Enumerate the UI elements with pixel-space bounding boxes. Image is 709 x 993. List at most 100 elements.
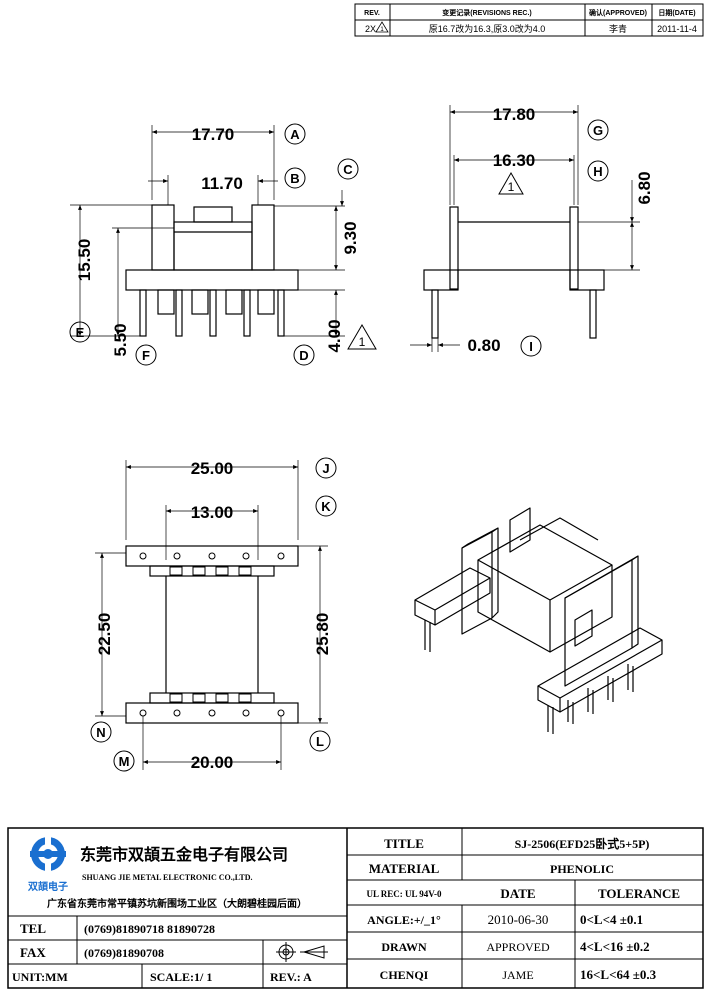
dim-top-inner: 11.70 — [201, 174, 243, 193]
side-dim-labels: 17.80 16.30 6.80 0.80 — [467, 105, 654, 355]
dim-pin-offset: 5.50 — [111, 323, 130, 356]
dim-side-height: 6.80 — [635, 171, 654, 204]
callout-e: E — [69, 321, 91, 343]
tolerance-row-2: 4<L<16 ±0.2 — [580, 939, 650, 954]
svg-text:G: G — [593, 123, 603, 138]
svg-text:L: L — [316, 734, 324, 749]
bottom-view — [125, 545, 299, 724]
dim-top-width: 17.70 — [192, 125, 235, 144]
dim-pin-thickness: 0.80 — [467, 336, 500, 355]
title-label: TITLE — [384, 836, 424, 851]
rev-marker-front: 1 — [347, 324, 377, 350]
callout-g: G — [587, 119, 609, 141]
dim-side-inner: 16.30 — [493, 151, 536, 170]
svg-text:1: 1 — [380, 27, 384, 33]
callout-j: J — [315, 457, 337, 479]
callout-m: M — [113, 750, 135, 772]
rev-marker-side: 1 — [498, 171, 524, 195]
svg-text:N: N — [96, 725, 105, 740]
svg-text:D: D — [299, 348, 308, 363]
tel-label: TEL — [20, 921, 46, 936]
dim-overall-height: 15.50 — [75, 239, 94, 282]
callout-n: N — [90, 721, 112, 743]
revision-date: 2011-11-4 — [657, 24, 697, 34]
logo-text: 双頡电子 — [28, 880, 68, 893]
unit-label: UNIT:MM — [12, 970, 68, 984]
company-english: SHUANG JIE METAL ELECTRONIC CO.,LTD. — [82, 873, 252, 882]
callout-a: A — [284, 123, 306, 145]
tolerance-row-1: 0<L<4 ±0.1 — [580, 912, 643, 927]
tolerance-label: TOLERANCE — [598, 886, 680, 901]
callouts: A B C D E F G H I J K L M N — [69, 119, 609, 772]
dim-bottom-inner: 13.00 — [191, 503, 234, 522]
company-name: 东莞市双頡五金电子有限公司 — [80, 845, 288, 864]
callout-f: F — [135, 344, 157, 366]
date-header: 日期(DATE) — [658, 8, 695, 17]
front-dim-labels: 17.70 11.70 15.50 5.50 9.30 4.00 — [75, 125, 360, 357]
svg-text:H: H — [593, 164, 602, 179]
approved-label: APPROVED — [486, 940, 550, 954]
dim-side-width: 17.80 — [493, 105, 536, 124]
tel-value: (0769)81890718 81890728 — [84, 922, 215, 936]
callout-b: B — [284, 167, 306, 189]
checked-label: CHENQI — [380, 968, 429, 982]
date-value: 2010-06-30 — [488, 912, 549, 927]
angle-label: ANGLE:+/_1° — [367, 913, 441, 927]
revision-record-header: 变更记录(REVISIONS REC.) — [442, 8, 531, 17]
svg-text:M: M — [119, 754, 130, 769]
svg-text:F: F — [142, 348, 150, 363]
callout-d: D — [293, 344, 315, 366]
callout-h: H — [587, 160, 609, 182]
bottom-dimensions — [95, 460, 328, 770]
scale-label: SCALE:1/ 1 — [150, 970, 212, 984]
rev-header: REV. — [364, 10, 380, 17]
title-block — [7, 827, 704, 989]
rev-triangle-icon: 1 — [375, 21, 389, 33]
dim-bottom-height: 25.80 — [313, 613, 332, 656]
callout-c: C — [337, 158, 359, 180]
revision-description: 原16.7改为16.3,原3.0改为4.0 — [429, 23, 546, 34]
front-pins — [139, 289, 285, 337]
rev-value: 2X — [365, 24, 376, 34]
dim-body-height: 9.30 — [341, 221, 360, 254]
approved-header: 确认(APPROVED) — [589, 8, 647, 17]
ul-label: UL REC: UL 94V-0 — [366, 889, 442, 899]
dim-pin-length: 4.00 — [325, 319, 344, 352]
material-value: PHENOLIC — [550, 862, 614, 876]
svg-text:K: K — [321, 499, 331, 514]
callout-l: L — [309, 730, 331, 752]
company-address: 广东省东莞市常平镇苏坑新围场工业区（大朗碧桂园后面） — [47, 897, 307, 910]
svg-text:1: 1 — [359, 335, 366, 349]
fax-value: (0769)81890708 — [84, 946, 164, 960]
title-value: SJ-2506(EFD25卧式5+5P) — [515, 836, 650, 851]
svg-text:1: 1 — [508, 180, 515, 194]
side-view — [423, 206, 605, 339]
material-label: MATERIAL — [369, 861, 440, 876]
side-dimensions — [410, 105, 640, 352]
front-dimensions — [70, 125, 345, 337]
svg-text:C: C — [343, 162, 353, 177]
svg-text:I: I — [529, 339, 533, 354]
svg-text:A: A — [290, 127, 300, 142]
bottom-dim-labels: 25.00 13.00 22.50 25.80 20.00 — [95, 459, 332, 772]
callout-k: K — [315, 495, 337, 517]
checked-value: JAME — [502, 968, 533, 982]
callout-i: I — [520, 335, 542, 357]
isometric-view — [414, 507, 663, 734]
svg-text:E: E — [76, 325, 85, 340]
fax-label: FAX — [20, 945, 46, 960]
revision-table: REV. 变更记录(REVISIONS REC.) 确认(APPROVED) 日… — [354, 3, 704, 37]
svg-text:J: J — [322, 461, 329, 476]
svg-text:B: B — [290, 171, 299, 186]
dim-bottom-width: 25.00 — [191, 459, 234, 478]
rev-label: REV.: A — [270, 970, 312, 984]
dim-bottom-height-inner: 22.50 — [95, 613, 114, 656]
company-logo: 双頡电子 — [28, 837, 68, 893]
projection-symbol-icon — [276, 942, 328, 962]
dim-pin-span: 20.00 — [191, 753, 234, 772]
tolerance-row-3: 16<L<64 ±0.3 — [580, 967, 657, 982]
approved-by: 李青 — [609, 23, 627, 34]
date-label: DATE — [500, 886, 535, 901]
front-view — [125, 204, 299, 337]
